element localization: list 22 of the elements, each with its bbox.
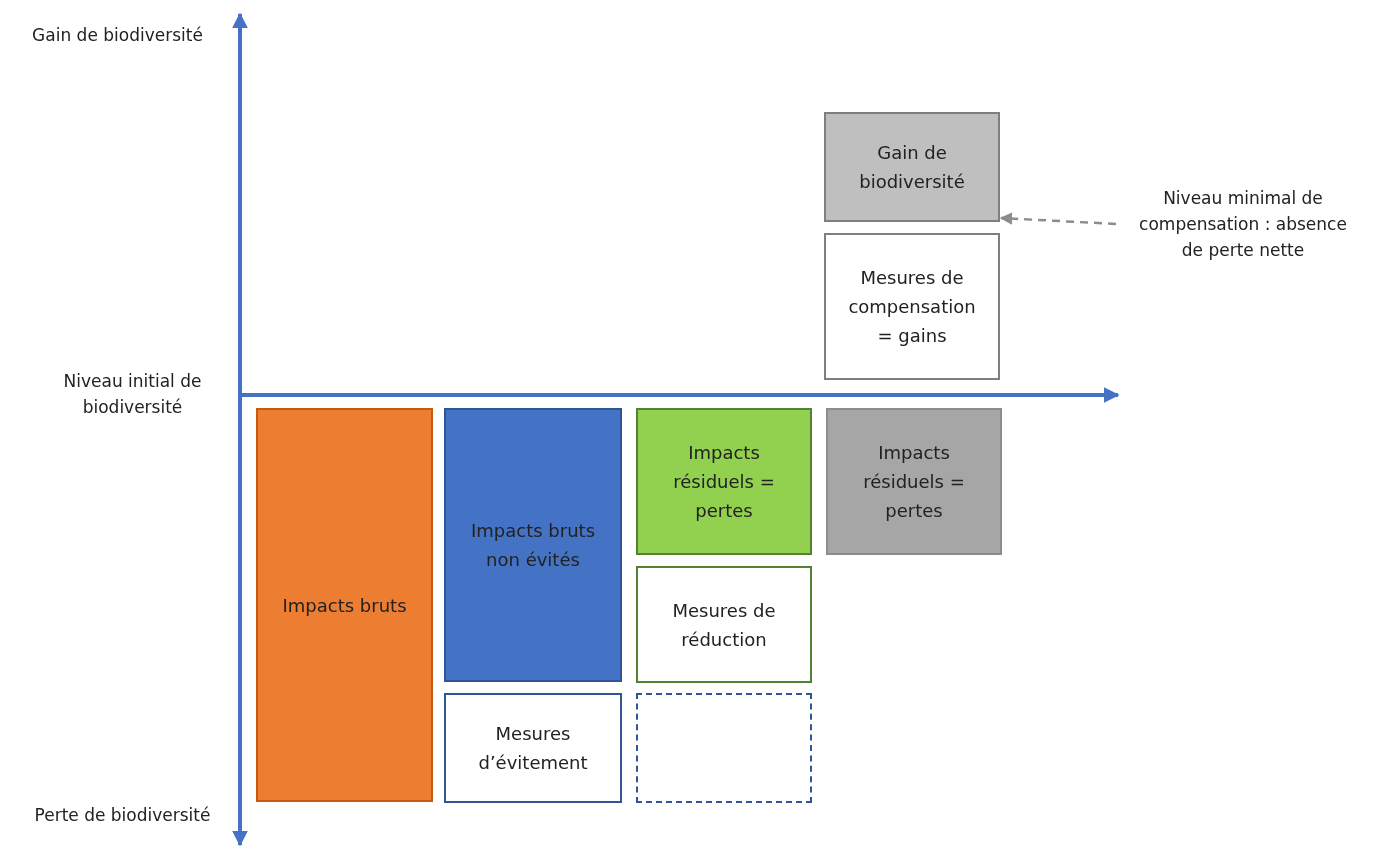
- residual-box: [636, 408, 812, 555]
- box-text: Mesures de compensation = gains: [847, 266, 977, 348]
- reduction-box: [636, 566, 812, 683]
- impact-bar: [444, 408, 622, 682]
- residual-box: [826, 408, 1002, 555]
- box-text: Gain de biodiversité: [858, 141, 966, 194]
- axis-label: Niveau initial de biodiversité: [62, 370, 203, 419]
- annotation-text: Niveau minimal de compensation : absence de perte nette: [1118, 176, 1368, 272]
- box-text: Impacts bruts: [282, 593, 407, 618]
- compensation-box: [824, 233, 1000, 380]
- axis-label: Perte de biodiversité: [33, 804, 212, 827]
- box-text: Mesures d’évitement: [477, 722, 589, 775]
- avoidance-box: [444, 693, 622, 803]
- box-text: Mesures de réduction: [671, 598, 777, 652]
- dashed-arrow: [999, 212, 1117, 226]
- box-text: Impacts résiduels = pertes: [672, 441, 776, 523]
- empty-box: [636, 693, 812, 803]
- box-text: Impacts bruts non évités: [470, 519, 596, 572]
- impact-bar: [256, 408, 433, 802]
- axis-label: Gain de biodiversité: [31, 24, 204, 47]
- box-text: Impacts résiduels = pertes: [862, 441, 966, 523]
- gain-box: [824, 112, 1000, 222]
